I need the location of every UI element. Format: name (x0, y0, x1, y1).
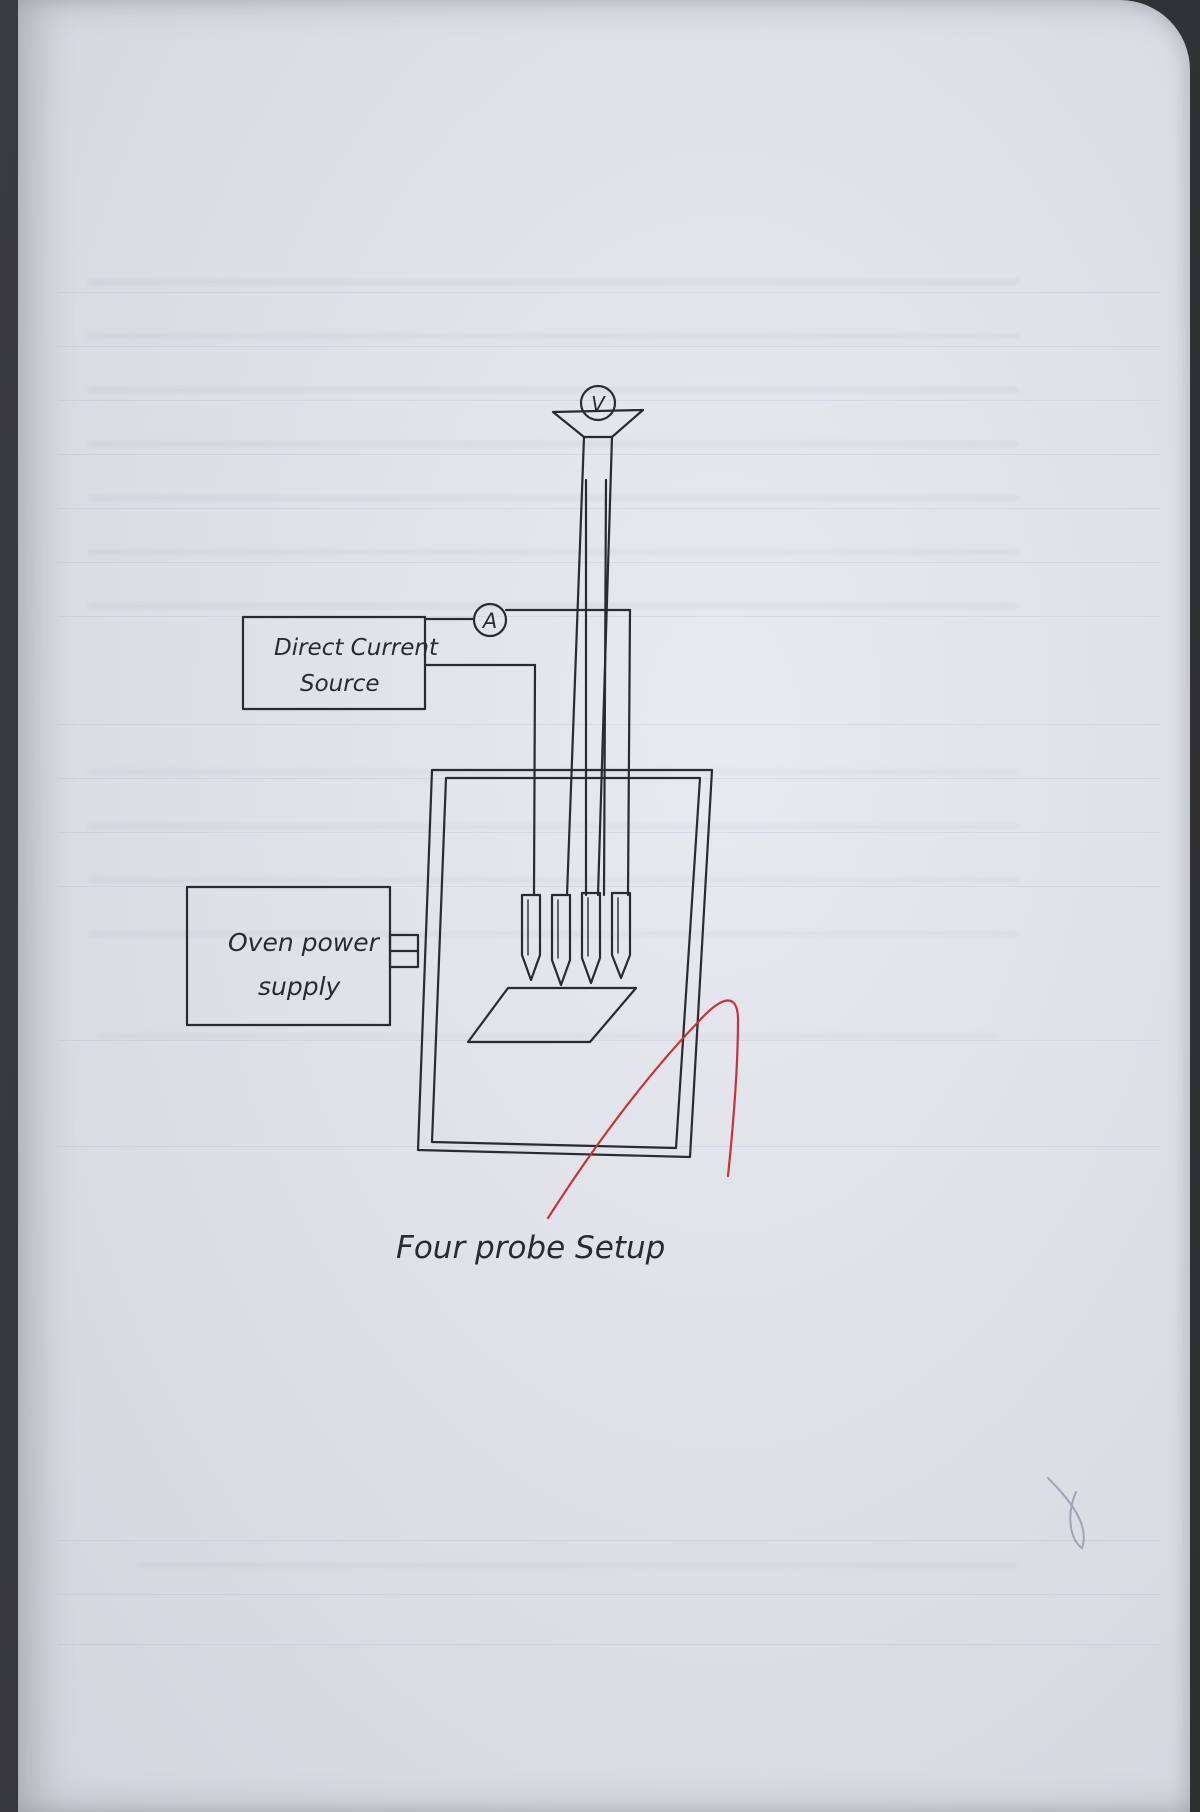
oven-label-line2: supply (258, 972, 342, 1001)
probe-rod (602, 478, 608, 897)
page-rule (58, 1594, 1160, 1595)
page-rule (58, 400, 1160, 401)
voltmeter-symbol: V (591, 392, 606, 416)
page-rule (58, 886, 1160, 887)
dc-source-label-line1: Direct Current (274, 635, 439, 661)
probe-rod (565, 435, 586, 897)
page-rule (58, 346, 1160, 347)
sample-plate (466, 986, 638, 1044)
wire (626, 608, 632, 897)
ammeter-circle (472, 602, 508, 638)
page-rule (58, 1644, 1160, 1645)
voltmeter-circle (579, 384, 617, 422)
page-rule (58, 1540, 1160, 1541)
bleed-through-texture (138, 1545, 1018, 1595)
oven-label-line1: Oven power (228, 928, 381, 957)
page-rule (58, 1040, 1160, 1041)
dc-source-box (241, 615, 427, 711)
notebook-page (18, 0, 1190, 1812)
page-rule (58, 724, 1160, 725)
dc-source-label-line2: Source (300, 671, 380, 697)
bleed-through-texture (98, 1010, 998, 1070)
probe (550, 893, 572, 987)
bleed-through-texture (88, 250, 1018, 630)
probe (580, 891, 602, 985)
page-rule (58, 616, 1160, 617)
red-check-mark (546, 999, 740, 1220)
oven-outer-wall (416, 768, 714, 1159)
wire (532, 663, 537, 897)
page-rule (58, 454, 1160, 455)
page-rule (58, 832, 1160, 833)
oven-inner-wall (430, 776, 702, 1150)
pencil-tick-mark (1047, 1477, 1085, 1550)
page-rule (58, 292, 1160, 293)
ammeter-symbol: A (481, 609, 497, 633)
probe (520, 893, 542, 982)
probe (610, 891, 632, 980)
diagram-caption: Four probe Setup (396, 1230, 665, 1266)
